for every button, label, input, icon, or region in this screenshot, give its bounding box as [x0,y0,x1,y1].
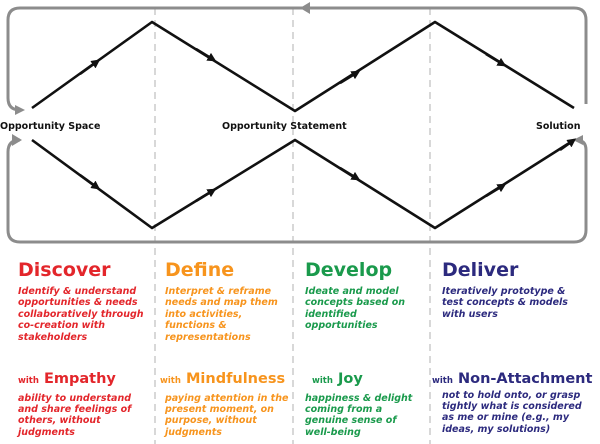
mindset-with: with [312,376,333,386]
top-loop-arrowhead [300,2,310,14]
top-path-arrow-4 [485,52,507,67]
mindset-word: Mindfulness [185,371,286,387]
phase-description: Ideate and model concepts based on ident… [305,286,406,332]
phase-develop: Develop Ideate and model concepts based … [305,258,430,332]
bottom-path-arrow-5 [559,138,577,152]
opportunity-statement-label: Opportunity Statement [222,121,347,132]
bottom-path-arrow-2 [195,188,217,203]
phase-description: Interpret & reframe needs and map them i… [165,286,278,343]
phase-description: Iteratively prototype & test concepts & … [442,286,568,320]
mindset-description-joy: happiness & delight coming from a genuin… [305,393,413,438]
phase-title: Develop [305,259,393,281]
phase-title: Define [165,259,235,281]
bottom-path-arrow-4 [485,183,507,198]
opportunity-space-label: Opportunity Space [0,121,101,132]
mindset-with: with [432,376,453,386]
bottom-zigzag-path [31,138,575,230]
mindset-with: with [160,376,181,386]
mindset-word: Joy [337,371,363,387]
top-zigzag-path [31,20,575,113]
top-feedback-loop [6,6,588,115]
phase-deliver: Deliver Iteratively prototype & test con… [442,258,592,320]
bottom-loop-left-arrowhead [12,134,22,146]
mindset-empathy: with Empathy [18,368,116,387]
phase-title: Discover [18,259,111,281]
mindset-description-empathy: ability to understand and share feelings… [18,393,132,438]
top-path-arrow-1 [79,59,101,76]
mindset-joy: with Joy [312,368,363,387]
phase-title: Deliver [442,259,519,281]
bottom-path-arrow-1 [79,173,101,190]
mindset-mindfulness: with Mindfulness [160,368,285,387]
mindset-description-non-attachment: not to hold onto, or grasp tightly what … [442,390,582,435]
mindset-with: with [18,376,39,386]
mindset-word: Non-Attachment [457,371,593,387]
bottom-path-arrow-3 [339,166,361,181]
top-path-arrow-2 [195,47,217,62]
phase-define: Define Interpret & reframe needs and map… [165,258,293,343]
phase-description: Identify & understand opportunities & ne… [18,286,144,343]
mindset-description-mindfulness: paying attention in the present moment, … [165,393,289,438]
top-path-arrow-3 [339,70,361,85]
bottom-feedback-loop [6,135,588,244]
solution-label: Solution [536,121,581,132]
mindset-non-attachment: with Non-Attachment [432,368,592,387]
mindset-word: Empathy [43,371,116,387]
phase-discover: Discover Identify & understand opportuni… [18,258,152,343]
